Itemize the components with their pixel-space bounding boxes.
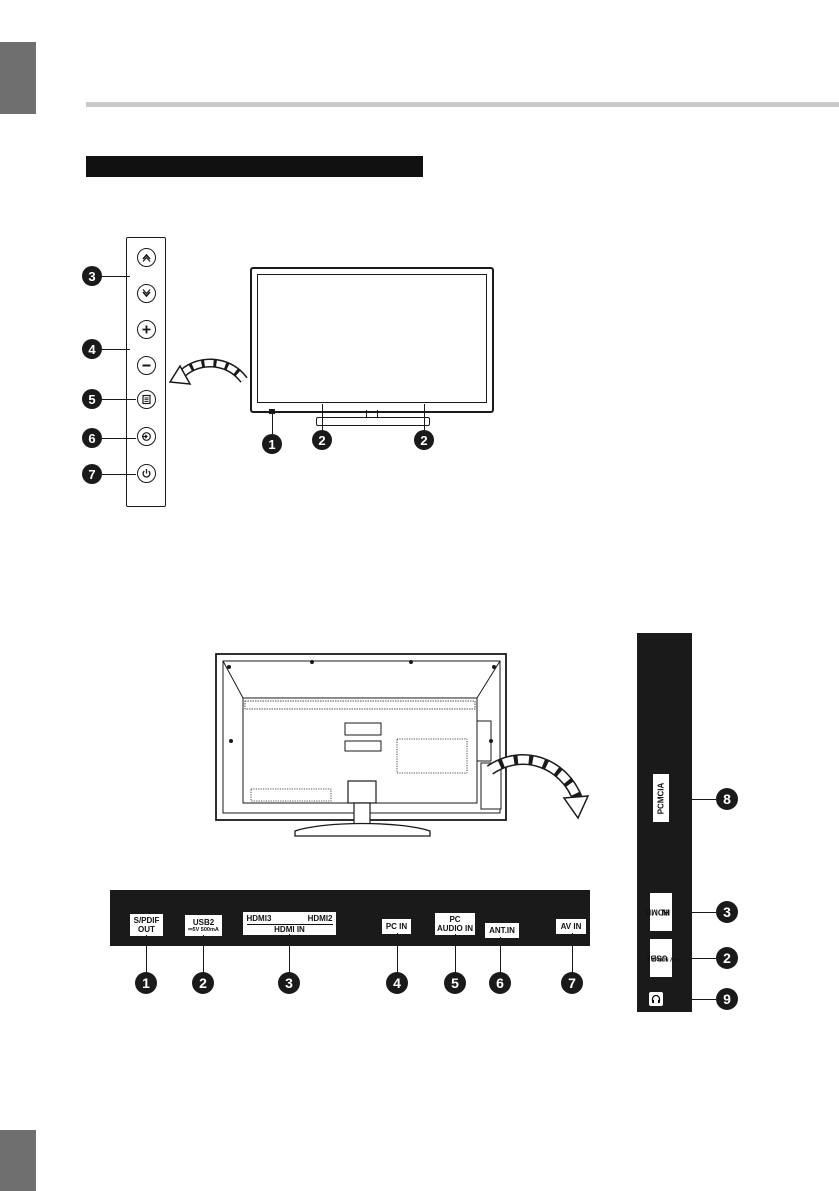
pc-in-port[interactable]: PC IN [381, 918, 412, 935]
header-rule [86, 102, 839, 107]
leader-line [102, 276, 130, 277]
stand-base [316, 417, 430, 426]
hdmi1-in-port[interactable]: HDMI1 IN [644, 893, 672, 931]
leader-line [272, 414, 273, 434]
menu-icon[interactable] [137, 390, 156, 409]
port-label: ANT.IN [489, 926, 515, 935]
plus-icon[interactable] [137, 320, 156, 339]
leader-line [146, 935, 147, 973]
port-label: PC [449, 915, 461, 924]
callout-front-2a: 2 [312, 430, 332, 450]
port-label: PC IN [385, 922, 408, 931]
callout-side-4: 4 [82, 339, 102, 359]
port-label: USB1 ⎓5V 500mA [646, 943, 681, 974]
callout-vertical-3: 3 [716, 901, 738, 923]
tv-front-view [250, 267, 494, 413]
headphone-icon[interactable] [649, 992, 663, 1006]
hdmi-in-group[interactable]: HDMI3 HDMI2 HDMI IN [242, 911, 337, 936]
leader-line [500, 937, 501, 973]
tv-screen [257, 274, 487, 403]
leader-line [203, 935, 204, 973]
pc-audio-in-port[interactable]: PC AUDIO IN [434, 912, 476, 936]
usb2-port[interactable]: USB2 ⎓5V 500mA [184, 914, 223, 937]
power-icon[interactable] [137, 464, 156, 483]
callout-side-3: 3 [82, 266, 102, 286]
callout-front-2b: 2 [414, 430, 434, 450]
port-label: AV IN [560, 922, 582, 931]
ir-sensor [269, 409, 275, 414]
leader-line [672, 958, 716, 959]
leader-line [424, 404, 425, 430]
leader-line [322, 404, 323, 430]
leader-line [102, 399, 136, 400]
usb1-port[interactable]: USB1 ⎓5V 500mA [646, 939, 681, 977]
hdmi2-label: HDMI2 [307, 913, 333, 923]
ant-in-port[interactable]: ANT.IN [484, 922, 520, 939]
callout-bottom-7: 7 [561, 972, 583, 994]
callout-bottom-3: 3 [278, 972, 300, 994]
source-icon[interactable] [137, 427, 156, 446]
av-in-port[interactable]: AV IN [555, 918, 587, 935]
callout-bottom-2: 2 [192, 972, 214, 994]
spdif-out-port[interactable]: S/PDIF OUT [129, 913, 164, 937]
hdmi-labels: HDMI3 HDMI2 [247, 914, 333, 923]
leader-line [455, 934, 456, 973]
curved-arrow-icon [486, 754, 590, 820]
hdmi3-label: HDMI3 [246, 913, 272, 923]
leader-line [669, 799, 716, 800]
port-label: ⎓5V 500mA [188, 927, 219, 933]
callout-bottom-6: 6 [489, 972, 511, 994]
leader-line [102, 349, 130, 350]
callout-vertical-8: 8 [716, 788, 738, 810]
pcmcia-slot[interactable]: PCMCIA [653, 774, 669, 822]
curved-arrow-icon [168, 358, 248, 385]
leader-line [289, 934, 290, 973]
port-label: HDMI1 IN [644, 900, 670, 925]
page-edge-tab-bottom [0, 1130, 36, 1191]
port-label: USB2 [192, 918, 215, 927]
minus-icon[interactable] [137, 356, 156, 375]
leader-line [572, 933, 573, 973]
page-edge-tab-top [0, 42, 36, 114]
tv-rear-view [215, 653, 507, 837]
callout-bottom-5: 5 [444, 972, 466, 994]
leader-line [102, 474, 136, 475]
chevron-down-icon[interactable] [137, 284, 156, 303]
chevron-up-icon[interactable] [137, 248, 156, 267]
leader-line [102, 438, 136, 439]
callout-bottom-4: 4 [386, 972, 408, 994]
callout-front-1: 1 [262, 434, 282, 454]
section-title-bar [86, 156, 423, 177]
port-label: S/PDIF [133, 916, 160, 925]
leader-line [672, 912, 716, 913]
port-label: AUDIO IN [437, 924, 473, 933]
callout-side-5: 5 [82, 389, 102, 409]
leader-line [663, 999, 716, 1000]
port-label: OUT [138, 925, 155, 934]
callout-vertical-9: 9 [716, 988, 738, 1010]
stand-neck [366, 410, 378, 419]
hdmi-in-label: HDMI IN [246, 923, 333, 934]
side-control-panel [126, 237, 166, 507]
callout-bottom-1: 1 [135, 972, 157, 994]
leader-line [397, 933, 398, 973]
callout-side-6: 6 [82, 428, 102, 448]
callout-vertical-2: 2 [716, 947, 738, 969]
callout-side-7: 7 [82, 464, 102, 484]
port-label: PCMCIA [656, 782, 666, 814]
